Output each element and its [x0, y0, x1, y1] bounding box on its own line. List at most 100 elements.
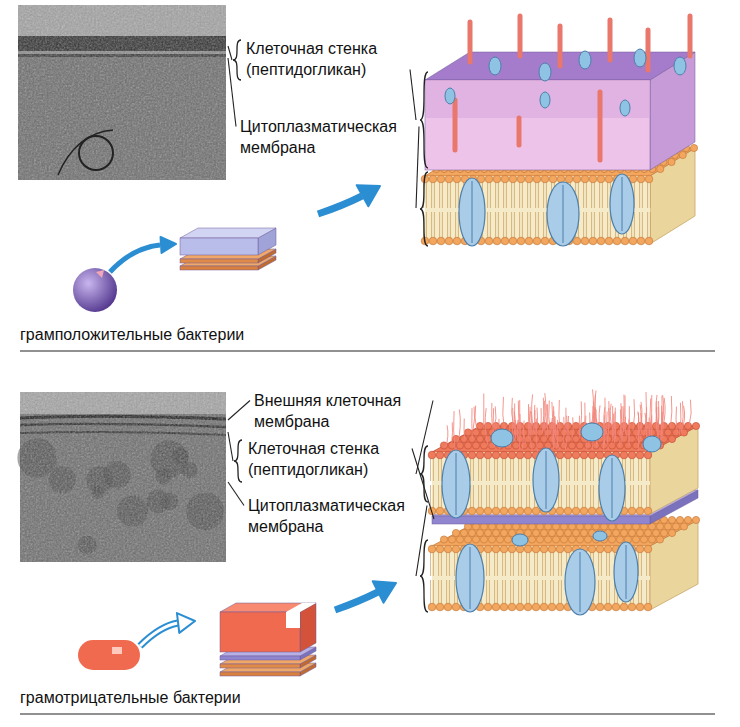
leader-line: [416, 401, 433, 475]
lipid-tail: [510, 551, 511, 576]
lipid-head: [692, 422, 699, 429]
lps-fringe: [471, 408, 472, 438]
lipid-head: [520, 442, 527, 449]
lipid-head: [605, 237, 613, 245]
divider: [20, 713, 715, 714]
lipid-tail: [639, 212, 640, 239]
lipid-head: [472, 442, 479, 449]
lipid-tail: [497, 580, 498, 605]
lps-fringe: [519, 414, 520, 450]
lps-fringe: [606, 411, 608, 449]
lipid-tail: [510, 485, 511, 509]
lipid-tail: [591, 181, 592, 208]
lipid-tail: [585, 485, 586, 509]
membrane-protein: [442, 450, 470, 518]
lipid-tail: [486, 580, 487, 605]
lps-fringe: [446, 425, 448, 447]
arrow-head: [161, 237, 176, 253]
lipid-head: [576, 536, 583, 543]
lipid-tail: [442, 181, 443, 208]
lipid-tail: [569, 485, 570, 509]
lps-fringe: [451, 422, 453, 442]
lipid-tail: [446, 551, 447, 576]
bracket: [420, 72, 428, 168]
lipid-head: [664, 429, 671, 436]
caption-label: грамположительные бактерии: [20, 324, 244, 345]
lipid-head: [652, 529, 659, 536]
lipid-tail: [446, 580, 447, 605]
lipid-tail: [649, 580, 650, 605]
arrow: [318, 196, 362, 214]
lipid-tail: [447, 181, 448, 208]
teichoic-acid: [688, 16, 693, 56]
lipid-head: [637, 175, 645, 183]
lps-fringe: [572, 417, 574, 440]
gram-negative-model: [428, 389, 699, 615]
lipid-tail: [447, 212, 448, 239]
lipid-head: [484, 603, 492, 611]
lipid-tail: [503, 212, 504, 239]
lipid-tail: [487, 181, 488, 208]
lipid-head: [492, 507, 500, 515]
lipid-tail: [537, 580, 538, 605]
lipid-head: [472, 536, 479, 543]
lipid-tail: [434, 212, 435, 239]
lps-fringe: [547, 404, 549, 438]
lipid-head: [452, 603, 460, 611]
lipid-tail: [553, 551, 554, 576]
lipid-tail: [502, 551, 503, 576]
lipid-head: [668, 158, 675, 165]
lipid-tail: [455, 181, 456, 208]
lipid-head: [588, 545, 596, 553]
lipid-tail: [602, 181, 603, 208]
surface-protein: [620, 100, 630, 116]
lipid-tail: [478, 485, 479, 509]
leader-line: [228, 482, 244, 506]
caption-label: грамотрицательные бактерии: [20, 687, 241, 708]
lps-fringe: [528, 404, 529, 438]
surface-protein: [445, 88, 455, 104]
lipid-head: [656, 536, 663, 543]
lipid-head: [485, 175, 493, 183]
protein-seam: [612, 458, 613, 518]
lipid-head: [644, 507, 652, 515]
lipid-head: [500, 451, 508, 459]
lipid-tail: [641, 457, 642, 481]
lipid-head: [484, 529, 491, 536]
lipid-head: [496, 536, 503, 543]
lipid-tail: [530, 212, 531, 239]
lipid-tail: [505, 485, 506, 509]
lipid-head: [452, 545, 460, 553]
protein-seam: [626, 545, 627, 599]
lipid-head: [540, 545, 548, 553]
lipid-head: [480, 442, 487, 449]
lipid-head: [684, 422, 691, 429]
lipid-head: [484, 507, 492, 515]
lipid-head: [540, 435, 547, 442]
small-membrane-front: [220, 672, 300, 676]
lipid-head: [524, 545, 532, 553]
lipid-head: [464, 536, 471, 543]
lipid-head: [493, 175, 501, 183]
lipid-tail: [514, 181, 515, 208]
lipid-tail: [478, 457, 479, 481]
lipid-head: [508, 545, 516, 553]
lipid-head: [628, 529, 635, 536]
teichoic-acid: [518, 16, 523, 56]
lipid-head: [568, 429, 575, 436]
membrane-protein: [565, 549, 595, 615]
lipid-head: [476, 451, 484, 459]
teichoic-acid: [558, 26, 563, 66]
lipid-head: [581, 237, 589, 245]
lipid-head: [632, 536, 639, 543]
lipid-head: [528, 536, 535, 543]
lipid-head: [524, 507, 532, 515]
lipid-head: [468, 451, 476, 459]
lipid-head: [536, 536, 543, 543]
lipid-tail: [590, 485, 591, 509]
lipid-head: [556, 529, 563, 536]
lipid-tail: [625, 457, 626, 481]
membrane-protein: [459, 178, 485, 246]
